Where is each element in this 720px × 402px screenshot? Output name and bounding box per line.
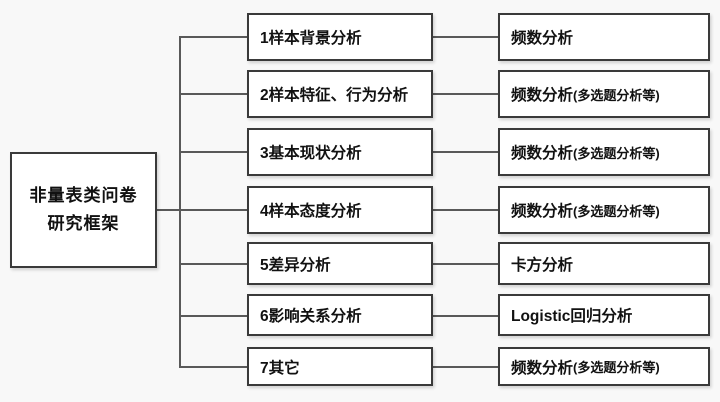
category-label: 6影响关系分析 [260,308,362,325]
method-label: 频数分析 [511,145,574,162]
category-box-5: 5差异分析 [247,242,433,285]
connector-method-1 [433,36,498,38]
method-note: (多选题分析等) [573,145,660,161]
method-box-1: 频数分析 [498,13,710,61]
root-title-line2: 研究框架 [47,214,120,233]
method-box-6: Logistic回归分析 [498,294,710,336]
category-label: 7其它 [260,359,300,377]
connector-method-7 [433,366,498,368]
method-box-3: 频数分析(多选题分析等) [498,128,710,176]
connector-method-6 [433,315,498,317]
connector-method-2 [433,93,498,95]
root-box: 非量表类问卷 研究框架 [10,152,157,268]
connector-branch-1 [179,36,247,38]
category-label: 3基本现状分析 [260,145,362,162]
category-box-3: 3基本现状分析 [247,128,433,176]
category-box-4: 4样本态度分析 [247,186,433,234]
method-box-4: 频数分析(多选题分析等) [498,186,710,234]
connector-branch-3 [179,151,247,153]
method-box-2: 频数分析(多选题分析等) [498,70,710,118]
connector-method-5 [433,263,498,265]
connector-branch-5 [179,263,247,265]
connector-trunk [179,37,181,367]
connector-method-4 [433,209,498,211]
method-box-7: 频数分析(多选题分析等) [498,347,710,386]
method-note: (多选题分析等) [573,360,660,375]
connector-branch-7 [179,366,247,368]
category-box-2: 2样本特征、行为分析 [247,70,433,118]
category-label: 4样本态度分析 [260,203,362,220]
method-label: Logistic回归分析 [511,308,633,325]
category-box-7: 7其它 [247,347,433,386]
method-label: 频数分析 [511,359,574,377]
connector-method-3 [433,151,498,153]
category-label: 1样本背景分析 [260,30,362,47]
method-box-5: 卡方分析 [498,242,710,285]
category-box-6: 6影响关系分析 [247,294,433,336]
connector-branch-6 [179,315,247,317]
method-label: 频数分析 [511,203,574,220]
method-note: (多选题分析等) [573,87,660,103]
method-label: 卡方分析 [511,256,574,274]
connector-branch-2 [179,93,247,95]
category-label: 5差异分析 [260,256,331,274]
method-label: 频数分析 [511,87,574,104]
method-label: 频数分析 [511,30,574,47]
method-note: (多选题分析等) [573,203,660,219]
category-box-1: 1样本背景分析 [247,13,433,61]
root-title-line1: 非量表类问卷 [29,186,138,205]
connector-root-branch-4 [155,209,247,211]
category-label: 2样本特征、行为分析 [260,87,409,104]
